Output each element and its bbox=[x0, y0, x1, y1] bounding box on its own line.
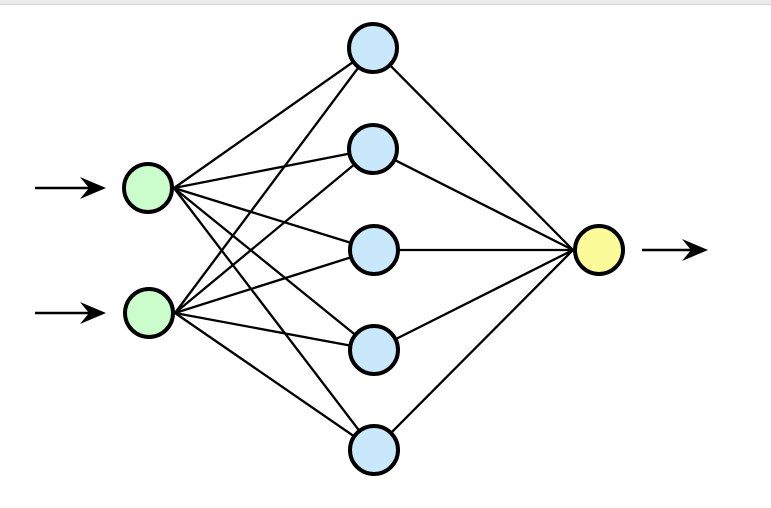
input-node bbox=[123, 287, 175, 339]
output-arrow-head bbox=[682, 239, 708, 261]
input-arrow-2-head bbox=[80, 302, 106, 324]
edge-input-to-hidden bbox=[174, 148, 374, 314]
hidden-node bbox=[347, 22, 399, 74]
hidden-node bbox=[348, 424, 400, 476]
edge-input-to-hidden bbox=[173, 47, 374, 189]
edge-input-to-hidden bbox=[174, 47, 374, 314]
edge-input-to-hidden bbox=[173, 187, 375, 451]
edge-hidden-to-output bbox=[372, 47, 574, 251]
edge-input-to-hidden bbox=[174, 248, 375, 315]
input-arrow-1-head bbox=[80, 177, 106, 199]
edge-input-to-hidden bbox=[174, 311, 375, 352]
edge-hidden-to-output bbox=[372, 147, 574, 252]
window-top-border bbox=[0, 0, 771, 5]
hidden-node bbox=[348, 224, 400, 276]
edge-input-to-hidden bbox=[174, 312, 375, 451]
edge-input-to-hidden bbox=[173, 147, 374, 190]
edge-hidden-to-output bbox=[373, 249, 574, 451]
hidden-node bbox=[348, 324, 400, 376]
input-node bbox=[122, 162, 174, 214]
hidden-node bbox=[347, 123, 399, 175]
output-node bbox=[573, 224, 625, 276]
edge-input-to-hidden bbox=[173, 187, 375, 351]
edge-hidden-to-output bbox=[373, 248, 574, 352]
edge-input-to-hidden bbox=[173, 186, 375, 252]
